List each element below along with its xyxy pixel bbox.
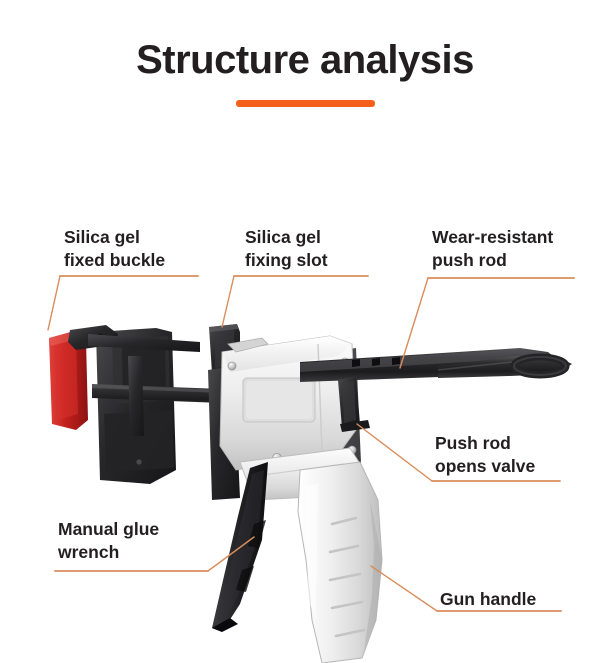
callout-label-push-rod-opens-valve: Push rod opens valve xyxy=(435,433,536,477)
callout-label-manual-glue-wrench: Manual glue wrench xyxy=(58,519,160,563)
push-rod-valve-lever xyxy=(338,376,370,432)
title-underline-bar xyxy=(235,100,375,107)
callout-label-silica-gel-fixed-buckle: Silica gel fixed buckle xyxy=(64,227,166,271)
callout-label-wear-resistant-push-rod: Wear-resistant push rod xyxy=(432,227,554,271)
callout-label-silica-gel-fixing-slot: Silica gel fixing slot xyxy=(245,227,328,271)
page-title: Structure analysis xyxy=(136,38,474,82)
plate-cross-bar xyxy=(128,356,144,436)
callout-label-gun-handle: Gun handle xyxy=(440,589,537,609)
title-block: Structure analysis xyxy=(0,38,610,107)
plate-upper-arm xyxy=(88,334,200,352)
gun-handle xyxy=(297,461,383,663)
